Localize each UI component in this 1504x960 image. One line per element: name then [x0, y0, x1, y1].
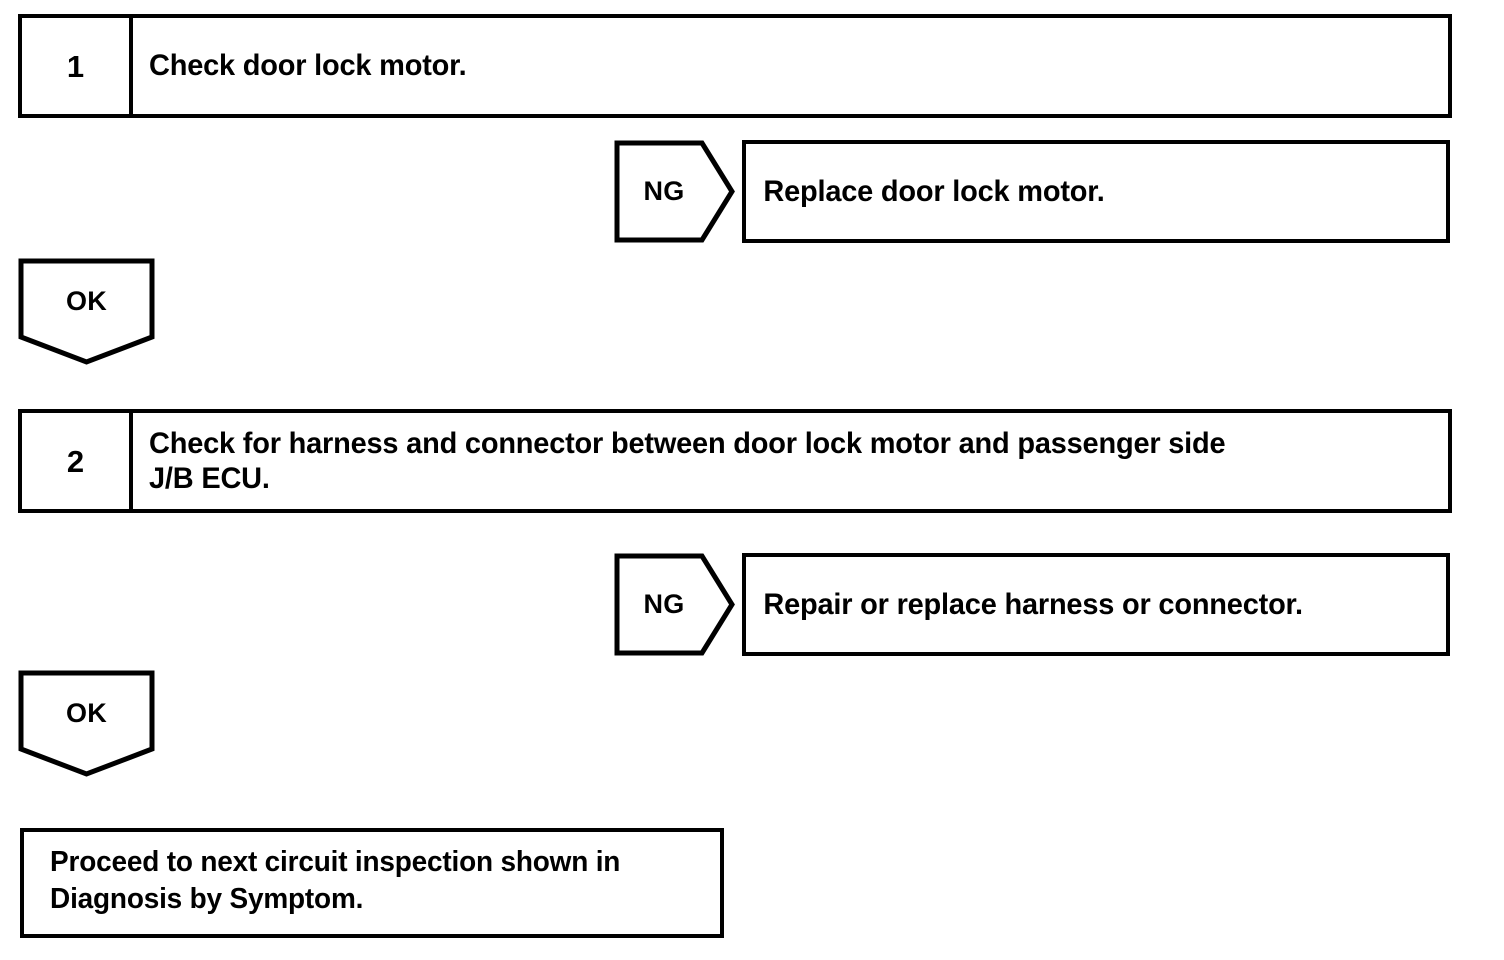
connector-ok-2: OK: [18, 670, 155, 777]
step-box-2[interactable]: 2 Check for harness and connector betwee…: [18, 409, 1452, 513]
connector-ng-1: NG: [614, 140, 735, 243]
step-number-cell-1: 1: [22, 18, 133, 114]
step-label-2: Check for harness and connector between …: [149, 426, 1226, 495]
step-text-cell-2: Check for harness and connector between …: [133, 413, 1448, 509]
result-label-ng-2: Repair or replace harness or connector.: [763, 587, 1303, 621]
connector-ok-1: OK: [18, 258, 155, 365]
step-box-1[interactable]: 1 Check door lock motor.: [18, 14, 1452, 118]
connector-ng-2: NG: [614, 553, 735, 656]
terminal-box[interactable]: Proceed to next circuit inspection shown…: [20, 828, 724, 938]
result-label-ng-1: Replace door lock motor.: [763, 174, 1105, 208]
terminal-label: Proceed to next circuit inspection shown…: [50, 846, 621, 916]
result-box-ng-2[interactable]: Repair or replace harness or connector.: [742, 553, 1450, 656]
step-number-cell-2: 2: [22, 413, 133, 509]
step-number-1: 1: [66, 48, 85, 84]
step-text-cell-1: Check door lock motor.: [133, 18, 1448, 114]
connector-ng-2-label: NG: [643, 589, 685, 619]
connector-ok-2-label: OK: [66, 698, 107, 728]
step-number-2: 2: [66, 443, 85, 479]
result-box-ng-1[interactable]: Replace door lock motor.: [742, 140, 1450, 243]
connector-ng-1-label: NG: [643, 176, 685, 206]
step-label-1: Check door lock motor.: [149, 49, 467, 83]
connector-ok-1-label: OK: [66, 286, 107, 316]
